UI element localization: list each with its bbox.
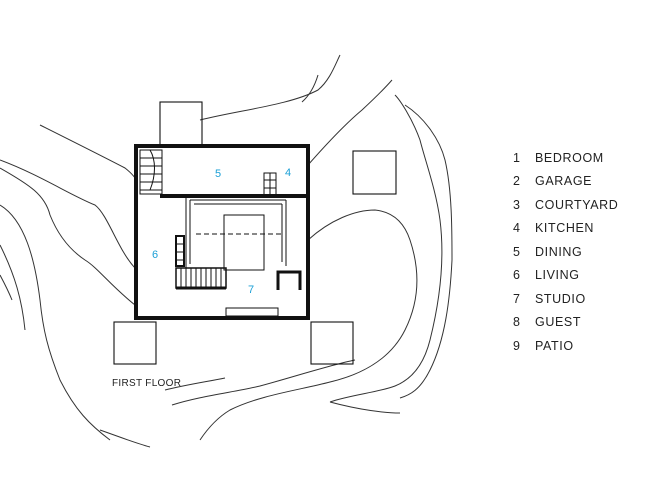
legend-item: 2 GARAGE [513,170,633,194]
legend-label: KITCHEN [535,221,595,236]
legend-label: STUDIO [535,291,586,306]
legend-item: 8 GUEST [513,311,633,335]
contour-line [307,79,393,166]
legend-number: 3 [513,197,521,212]
contour-line [199,209,418,441]
legend-label: DINING [535,244,583,259]
contour-line [99,429,151,448]
legend-number: 2 [513,174,521,189]
legend-number: 5 [513,244,521,259]
terrain-contours [0,54,453,448]
legend-number: 4 [513,221,521,236]
legend-number: 8 [513,315,521,330]
room-number-dining: 5 [215,168,221,180]
house-walls [134,144,310,320]
contour-line [164,377,226,391]
room-number-kitchen: 4 [285,167,291,179]
outbuildings [113,101,397,365]
legend-label: GARAGE [535,174,593,189]
room-number-studio: 7 [248,284,254,296]
legend-label: BEDROOM [535,150,604,165]
legend-number: 1 [513,150,521,165]
legend-label: COURTYARD [535,197,619,212]
contour-line [0,167,136,306]
legend-item: 9 PATIO [513,334,633,358]
kitchen-counter [263,172,277,196]
southwest-outbuilding [113,321,157,365]
south-window-bench [225,307,279,317]
contour-line [0,244,26,331]
legend-item: 7 STUDIO [513,287,633,311]
room-legend: 1 BEDROOM 2 GARAGE 3 COURTYARD 4 KITCHEN 5 DINING… [513,146,633,358]
contour-line [0,274,13,301]
living-stair [175,235,185,267]
east-outbuilding [352,150,397,195]
contour-line [399,104,453,399]
legend-number: 9 [513,338,521,353]
staircase-south [175,267,227,290]
exterior-wall [134,144,310,320]
legend-item: 6 LIVING [513,264,633,288]
southeast-outbuilding [310,321,354,365]
contour-line [301,74,319,103]
legend-item: 1 BEDROOM [513,146,633,170]
legend-number: 6 [513,268,521,283]
contour-line [39,124,136,179]
legend-label: GUEST [535,315,582,330]
contour-line [329,94,443,403]
legend-item: 3 COURTYARD [513,193,633,217]
contour-line [171,359,356,406]
courtyard [223,214,265,271]
north-outbuilding [159,101,203,146]
contour-line [0,204,111,441]
legend-label: LIVING [535,268,580,283]
legend-number: 7 [513,291,521,306]
staircase-northwest [139,149,163,195]
legend-label: PATIO [535,338,574,353]
legend-item: 4 KITCHEN [513,217,633,241]
floor-caption: FIRST FLOOR [112,378,181,389]
contour-line [199,54,341,121]
contour-line [0,159,136,269]
room-number-living: 6 [152,249,158,261]
legend-item: 5 DINING [513,240,633,264]
studio-wall [276,270,302,290]
contour-line [329,401,401,414]
